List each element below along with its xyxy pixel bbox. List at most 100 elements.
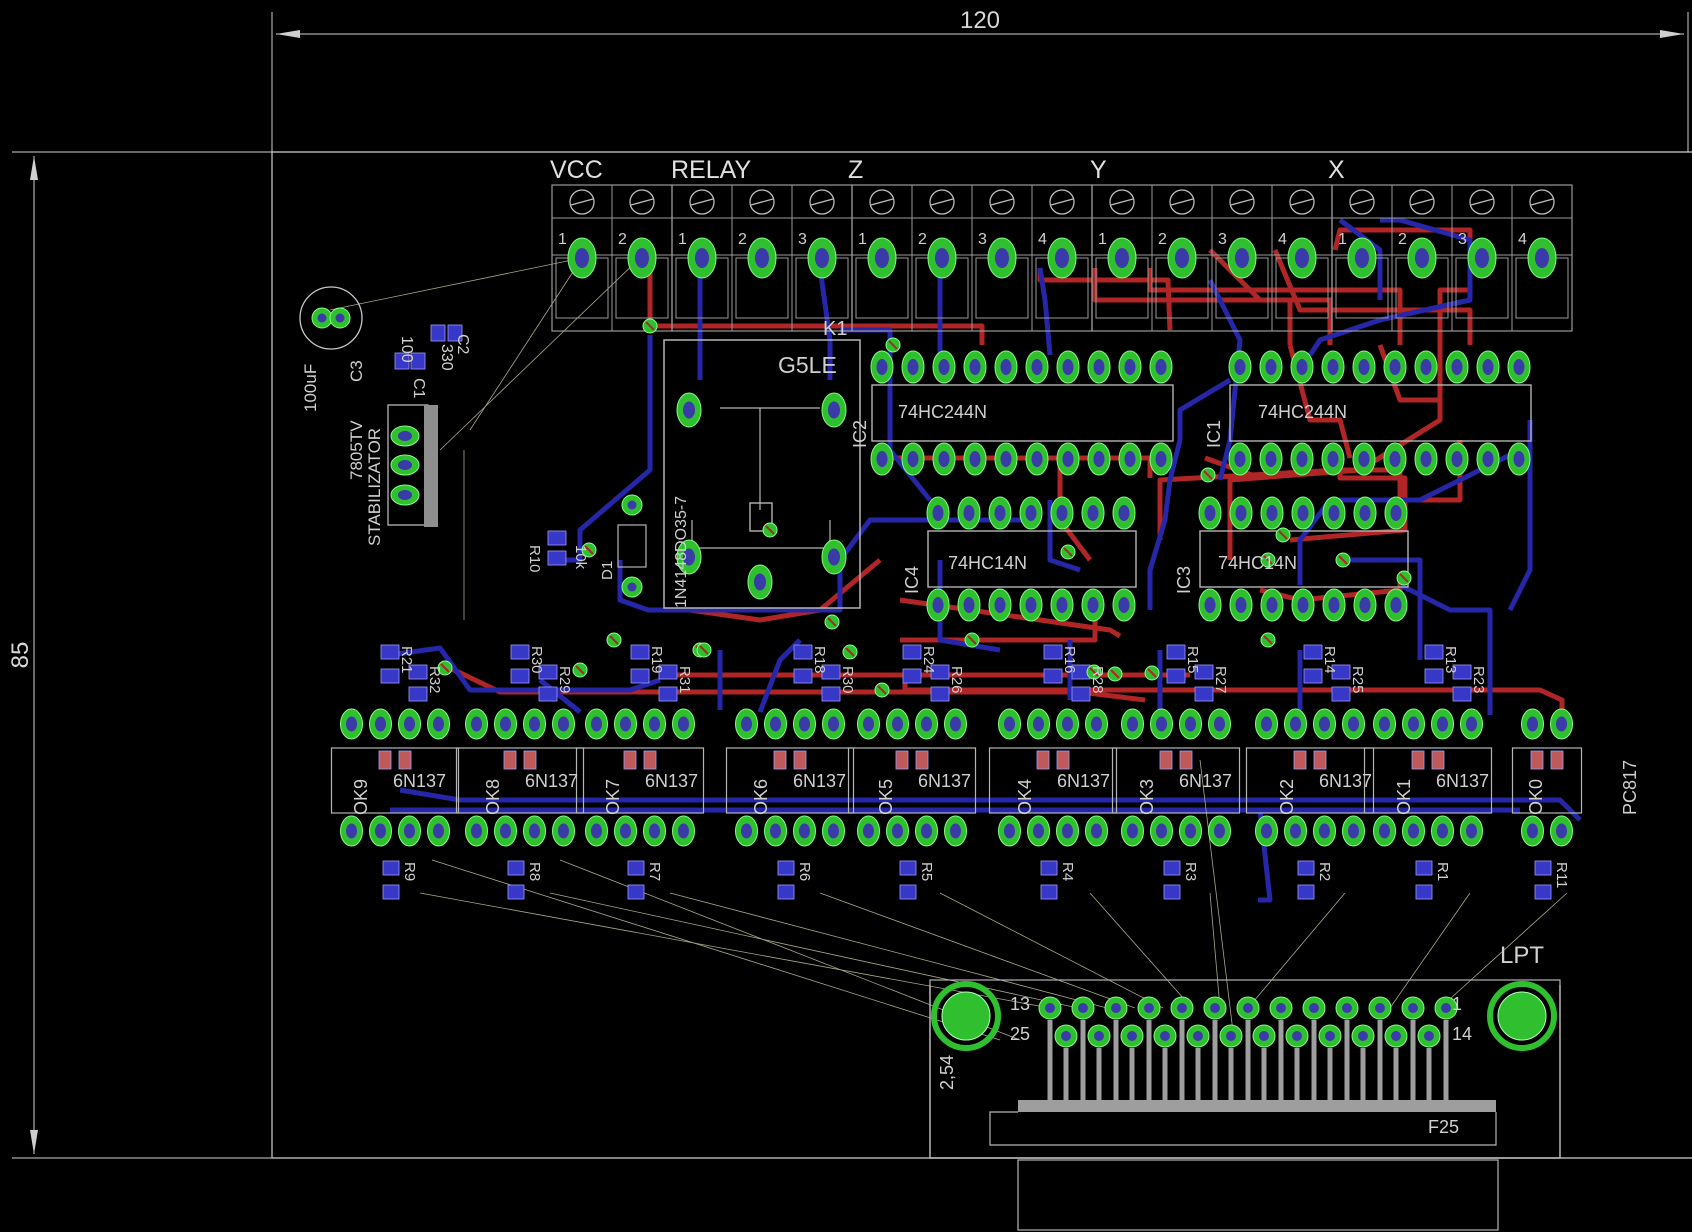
trace xyxy=(1147,377,1232,610)
via-mark xyxy=(1338,555,1348,565)
relay-coil xyxy=(749,502,773,532)
pad-drill xyxy=(1266,505,1278,521)
pad-drill xyxy=(649,716,660,732)
lpt-pin-13: 13 xyxy=(1010,994,1030,1014)
smd-pad xyxy=(902,644,922,660)
smd-pad xyxy=(1303,644,1323,660)
pad-drill xyxy=(1296,451,1308,467)
smd-pad xyxy=(1297,860,1315,876)
pad-drill xyxy=(683,548,695,566)
trace xyxy=(1338,218,1383,300)
screw-icon xyxy=(1229,189,1255,215)
lpt-plug xyxy=(1017,1159,1499,1231)
silk-label: R26 xyxy=(948,666,965,694)
smd-pad xyxy=(408,664,428,680)
pad-drill xyxy=(1160,1031,1170,1041)
optocoupler-body xyxy=(988,747,1118,814)
smd-pad xyxy=(1194,686,1214,702)
cap-c3-ref: C3 xyxy=(347,360,366,382)
smd-pad xyxy=(410,352,426,370)
header-vcc: VCC xyxy=(550,156,603,184)
regulator-label: STABILIZATOR xyxy=(365,428,384,546)
pad-drill xyxy=(398,431,412,441)
screw-slot xyxy=(1410,198,1434,206)
pad-drill xyxy=(1513,359,1525,375)
smd-pad xyxy=(915,750,929,770)
trace xyxy=(1207,278,1243,481)
pad-drill xyxy=(346,716,357,732)
pad-drill xyxy=(950,716,961,732)
pad-drill xyxy=(969,451,981,467)
pad-drill xyxy=(1437,823,1448,839)
pad-drill xyxy=(1441,1003,1451,1013)
via-mark xyxy=(575,665,585,675)
pad-drill xyxy=(1359,505,1371,521)
pad-drill xyxy=(963,597,975,613)
pad-drill xyxy=(558,823,569,839)
trace xyxy=(1089,892,1193,1009)
trace xyxy=(1147,268,1403,345)
lpt-bar xyxy=(1018,1100,1496,1112)
silk-label: 6N137 xyxy=(1319,771,1372,791)
pad-drill xyxy=(1319,823,1330,839)
trace xyxy=(1247,892,1346,1009)
smd-pad xyxy=(523,750,537,770)
pad-drill xyxy=(1000,359,1012,375)
pad-drill xyxy=(950,823,961,839)
pad-drill xyxy=(1062,359,1074,375)
optocoupler-body xyxy=(575,747,705,814)
r10-ref: R10 xyxy=(526,545,543,573)
pad-drill xyxy=(1390,597,1402,613)
pad-drill xyxy=(591,823,602,839)
pad-drill xyxy=(398,460,412,470)
screw-slot xyxy=(810,198,834,206)
trace xyxy=(840,327,932,502)
trace xyxy=(617,517,1030,613)
pad-drill xyxy=(1033,716,1044,732)
trace xyxy=(1092,268,1293,345)
pad-drill xyxy=(529,823,540,839)
smd-pad xyxy=(623,750,637,770)
pad-drill xyxy=(1091,823,1102,839)
pad-drill xyxy=(1297,597,1309,613)
cap-c2-value: 330 xyxy=(438,344,455,371)
smd-pad xyxy=(793,750,807,770)
optocoupler-body xyxy=(1363,747,1493,814)
silk-label: 3 xyxy=(1218,231,1227,248)
screw-icon xyxy=(689,189,715,215)
pad-drill xyxy=(1265,451,1277,467)
pad-drill xyxy=(1527,823,1538,839)
smd-pad xyxy=(793,644,813,660)
screw-slot xyxy=(870,198,894,206)
pad-drill xyxy=(1004,716,1015,732)
pad-drill xyxy=(1175,248,1189,268)
trace xyxy=(538,678,582,714)
smd-pad xyxy=(408,686,428,702)
silk-label: R27 xyxy=(1212,666,1229,694)
pad-drill xyxy=(471,716,482,732)
pad-drill xyxy=(1127,1031,1137,1041)
smd-pad xyxy=(1293,750,1307,770)
pad-drill xyxy=(1535,248,1549,268)
ic1-ref: IC1 xyxy=(1204,420,1224,448)
pad-drill xyxy=(1327,451,1339,467)
pad-drill xyxy=(1375,1003,1385,1013)
pad-drill xyxy=(1144,1003,1154,1013)
pads xyxy=(311,237,1573,1048)
silk-label: 4 xyxy=(1038,231,1047,248)
pad-drill xyxy=(1390,505,1402,521)
silk-label: 4 xyxy=(1518,231,1527,248)
pad-drill xyxy=(994,505,1006,521)
pad-drill xyxy=(1118,597,1130,613)
cap-c1-ref: C1 xyxy=(410,378,427,399)
pad-drill xyxy=(1000,451,1012,467)
pad-drill xyxy=(907,359,919,375)
pad-drill xyxy=(1115,248,1129,268)
mount-hole xyxy=(931,981,1001,1051)
pad-drill xyxy=(1226,1031,1236,1041)
mount-hole xyxy=(941,991,991,1041)
pad-drill xyxy=(346,823,357,839)
pad-drill xyxy=(907,451,919,467)
screw-slot xyxy=(1050,198,1074,206)
pad-drill xyxy=(755,248,769,268)
